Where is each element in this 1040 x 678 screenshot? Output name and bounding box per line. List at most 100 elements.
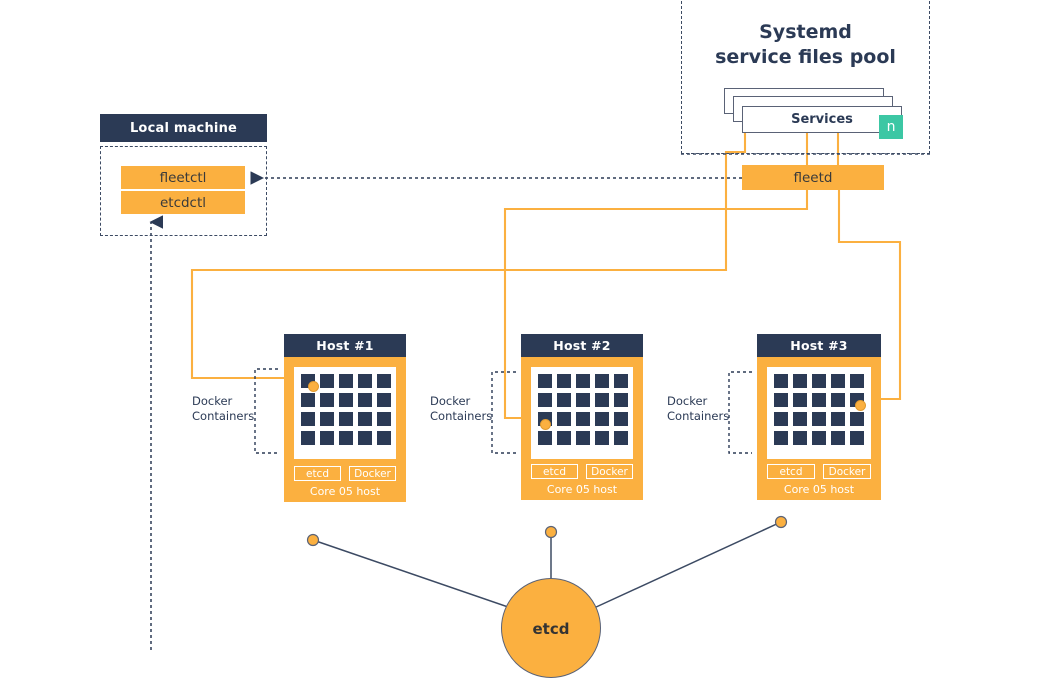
host-2-docker-containers-label: Docker Containers — [430, 394, 500, 424]
container-cell[interactable] — [320, 431, 334, 445]
container-cell[interactable] — [557, 412, 571, 426]
container-cell[interactable] — [576, 374, 590, 388]
container-cell[interactable] — [576, 431, 590, 445]
host-3-header: Host #3 — [757, 334, 881, 357]
host-3-docker-label-line2: Containers — [667, 409, 730, 423]
container-cell[interactable] — [358, 412, 372, 426]
container-cell[interactable] — [831, 412, 845, 426]
container-cell[interactable] — [576, 412, 590, 426]
container-cell[interactable] — [358, 431, 372, 445]
container-cell[interactable] — [595, 412, 609, 426]
fleetd-button[interactable]: fleetd — [742, 165, 884, 190]
container-cell[interactable] — [793, 412, 807, 426]
host-2-footer: Core 05 host — [546, 483, 618, 496]
etcd-member-dots — [306, 515, 788, 547]
host-1-container-grid — [301, 374, 391, 445]
host-1-docker-label-line2: Containers — [192, 409, 255, 423]
container-cell[interactable] — [774, 393, 788, 407]
container-cell[interactable] — [595, 431, 609, 445]
container-cell[interactable] — [614, 431, 628, 445]
container-cell[interactable] — [339, 412, 353, 426]
container-cell[interactable] — [614, 374, 628, 388]
host-3-active-container-dot — [855, 400, 866, 411]
container-cell[interactable] — [774, 412, 788, 426]
container-cell[interactable] — [850, 431, 864, 445]
fleetctl-label: fleetctl — [159, 169, 207, 186]
container-cell[interactable] — [850, 412, 864, 426]
etcd-node-label: etcd — [532, 620, 570, 638]
fleetctl-button[interactable]: fleetctl — [121, 166, 245, 189]
etcdctl-button[interactable]: etcdctl — [121, 191, 245, 214]
container-cell[interactable] — [831, 431, 845, 445]
container-cell[interactable] — [812, 431, 826, 445]
etcdctl-label: etcdctl — [159, 194, 207, 211]
host-3-service-chips: etcd Docker — [767, 464, 871, 479]
container-cell[interactable] — [538, 374, 552, 388]
container-cell[interactable] — [850, 374, 864, 388]
host-3-docker-containers-label: Docker Containers — [667, 394, 737, 424]
container-cell[interactable] — [377, 374, 391, 388]
container-cell[interactable] — [595, 374, 609, 388]
host-1-chip-docker[interactable]: Docker — [349, 466, 396, 481]
container-cell[interactable] — [339, 393, 353, 407]
container-cell[interactable] — [377, 412, 391, 426]
container-cell[interactable] — [358, 393, 372, 407]
container-cell[interactable] — [614, 412, 628, 426]
host-1-body[interactable]: etcd Docker Core 05 host — [284, 357, 406, 502]
host-2-chip-docker[interactable]: Docker — [586, 464, 633, 479]
container-cell[interactable] — [320, 393, 334, 407]
host-2-docker-label-line2: Containers — [430, 409, 493, 423]
local-machine-title: Local machine — [129, 120, 238, 136]
container-cell[interactable] — [339, 374, 353, 388]
container-cell[interactable] — [358, 374, 372, 388]
container-cell[interactable] — [614, 393, 628, 407]
container-cell[interactable] — [812, 393, 826, 407]
host-1-footer: Core 05 host — [309, 485, 381, 498]
host-2-chip-etcd[interactable]: etcd — [531, 464, 578, 479]
fleetd-label: fleetd — [793, 169, 833, 186]
container-cell[interactable] — [793, 431, 807, 445]
container-cell[interactable] — [377, 431, 391, 445]
host-3-chip-docker[interactable]: Docker — [823, 464, 871, 479]
container-cell[interactable] — [320, 374, 334, 388]
host-2-title: Host #2 — [553, 338, 611, 353]
container-cell[interactable] — [557, 374, 571, 388]
host-2-docker-label-line1: Docker — [430, 394, 471, 408]
systemd-pool-title-line2: service files pool — [715, 46, 896, 68]
container-cell[interactable] — [377, 393, 391, 407]
container-cell[interactable] — [538, 431, 552, 445]
host-1-docker-label-line1: Docker — [192, 394, 233, 408]
host-1-header: Host #1 — [284, 334, 406, 357]
container-cell[interactable] — [557, 431, 571, 445]
container-cell[interactable] — [320, 412, 334, 426]
container-cell[interactable] — [595, 393, 609, 407]
host-3-docker-label-line1: Docker — [667, 394, 708, 408]
host-1-service-chips: etcd Docker — [294, 466, 396, 481]
container-cell[interactable] — [557, 393, 571, 407]
container-cell[interactable] — [793, 393, 807, 407]
container-cell[interactable] — [301, 393, 315, 407]
host-2-body[interactable]: etcd Docker Core 05 host — [521, 357, 643, 500]
container-cell[interactable] — [538, 393, 552, 407]
container-cell[interactable] — [301, 431, 315, 445]
container-cell[interactable] — [576, 393, 590, 407]
etcd-cluster-node[interactable]: etcd — [501, 578, 601, 678]
host-1-docker-containers-label: Docker Containers — [192, 394, 262, 424]
host-2-container-grid — [538, 374, 628, 445]
service-file-card-front[interactable]: Services — [742, 106, 902, 133]
host-2-container-grid-panel — [531, 367, 633, 459]
container-cell[interactable] — [774, 374, 788, 388]
container-cell[interactable] — [831, 374, 845, 388]
container-cell[interactable] — [301, 412, 315, 426]
container-cell[interactable] — [774, 431, 788, 445]
container-cell[interactable] — [812, 412, 826, 426]
host-1-chip-etcd[interactable]: etcd — [294, 466, 341, 481]
host-3-body[interactable]: etcd Docker Core 05 host — [757, 357, 881, 500]
container-cell[interactable] — [831, 393, 845, 407]
container-cell[interactable] — [339, 431, 353, 445]
container-cell[interactable] — [812, 374, 826, 388]
container-cell[interactable] — [793, 374, 807, 388]
host-3-chip-etcd[interactable]: etcd — [767, 464, 815, 479]
host-3-container-grid — [774, 374, 864, 445]
host-1-container-grid-panel — [294, 367, 396, 459]
